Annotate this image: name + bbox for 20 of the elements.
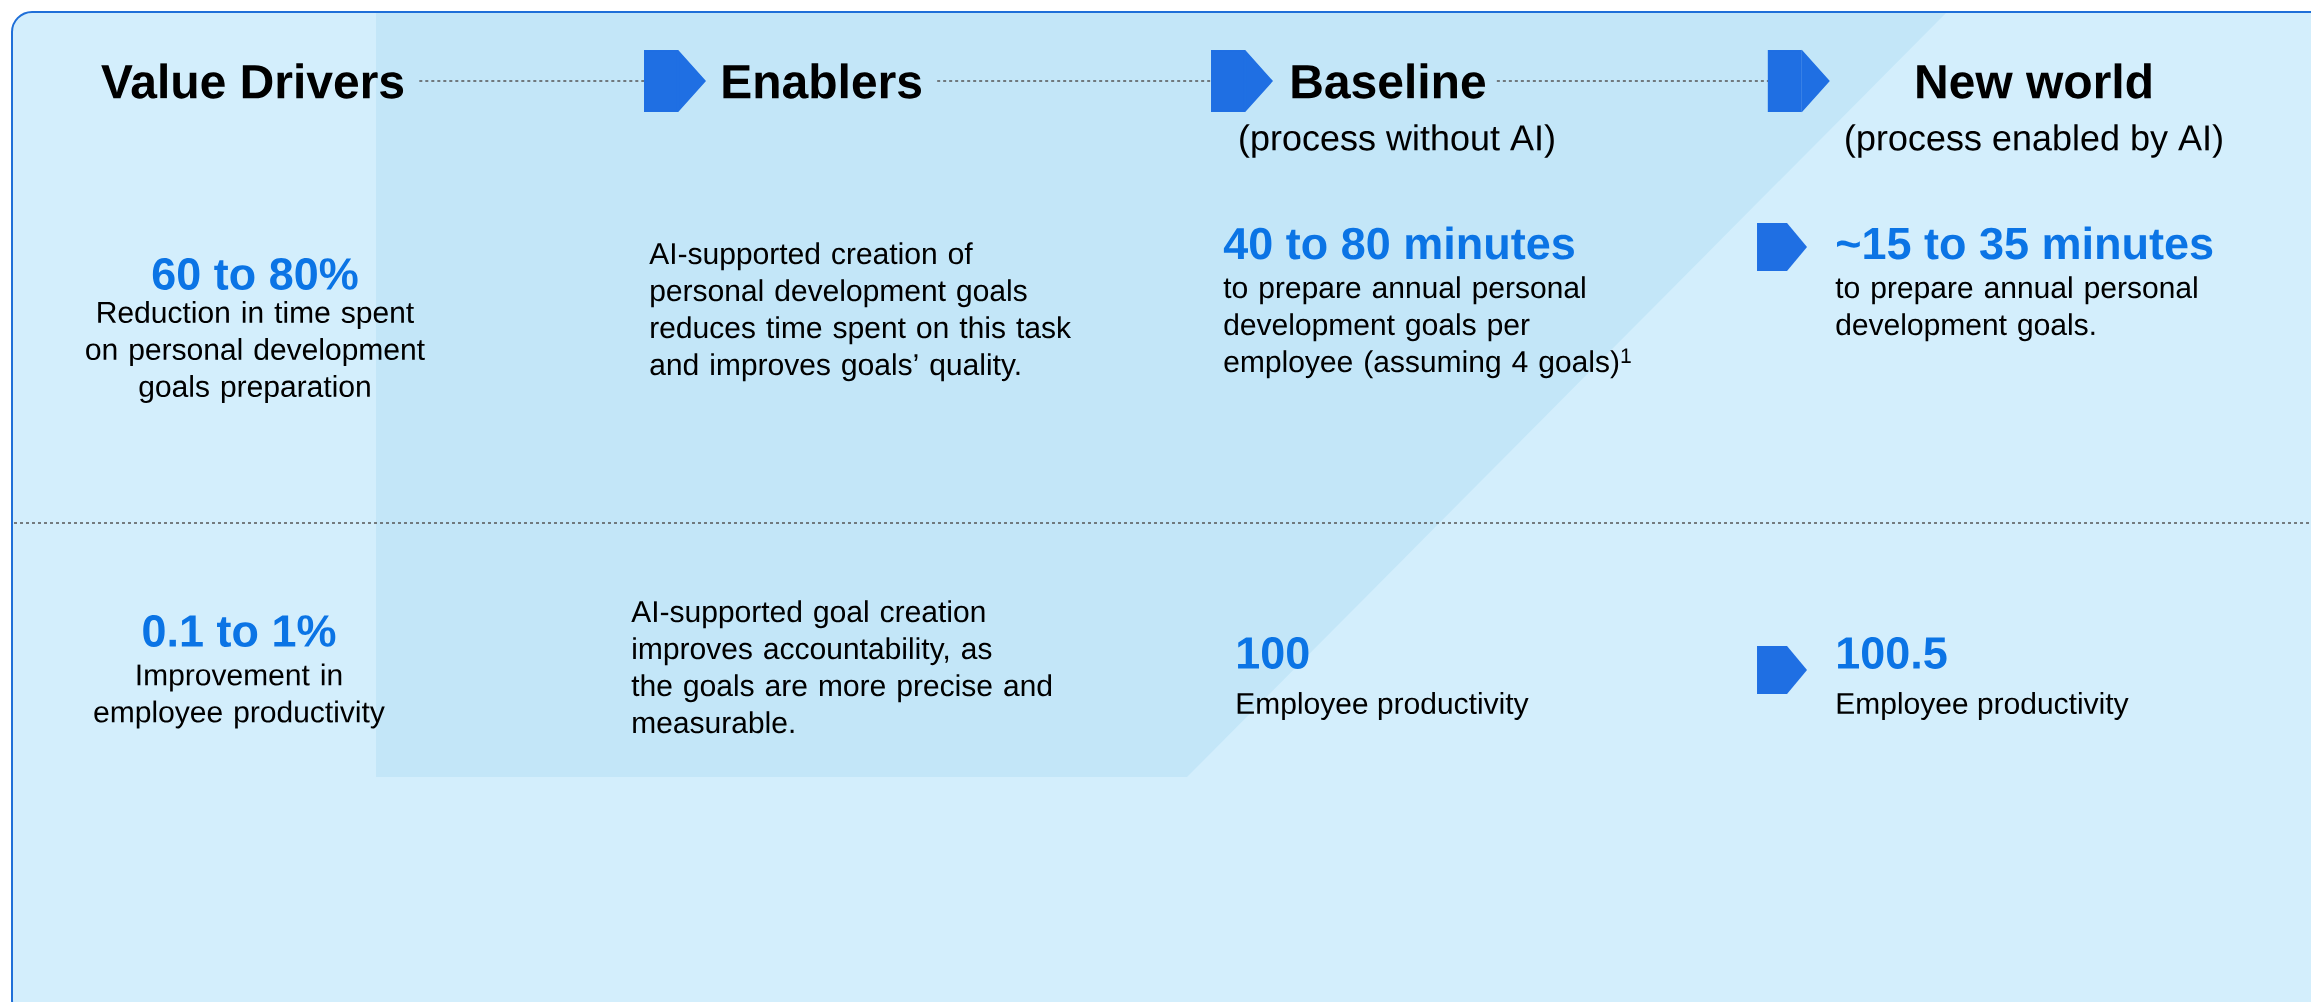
- column-heading: Value Drivers: [101, 63, 404, 99]
- column-heading: Enablers: [723, 63, 921, 99]
- description-text: AI-supported creation of personal development goals reduces time spent on this task and improves goals’ quality.: [649, 242, 1072, 382]
- description-text: Reduction in time spent on personal development goals preparation: [86, 301, 425, 403]
- column-subheading: (process enabled by AI): [1846, 124, 2222, 158]
- metric-value: 0.1 to 1%: [143, 615, 336, 647]
- column-heading: Baseline: [1292, 63, 1485, 99]
- description-text: Employee productivity: [1237, 692, 1529, 720]
- description-text: Improvement in employee productivity: [94, 663, 385, 729]
- description-text: to prepare annual personal development goals per employee (assuming 4 goals)$^{1}$: [1223, 276, 1631, 379]
- metric-value: 60 to 80%: [152, 258, 358, 290]
- description-text: Employee productivity: [1837, 692, 2129, 720]
- metric-value: ~15 to 35 minutes: [1837, 226, 2213, 260]
- metric-value: 100.5: [1838, 637, 1947, 669]
- metric-value: 40 to 80 minutes: [1223, 226, 1574, 260]
- column-subheading: (process without AI): [1240, 124, 1554, 158]
- metric-value: 100: [1238, 637, 1309, 669]
- description-text: AI-supported goal creation improves accountability, as the goals are more precise and measurable.: [631, 600, 1052, 734]
- column-heading: New world: [1917, 63, 2151, 99]
- description-text: to prepare annual personal development goals.: [1835, 276, 2197, 342]
